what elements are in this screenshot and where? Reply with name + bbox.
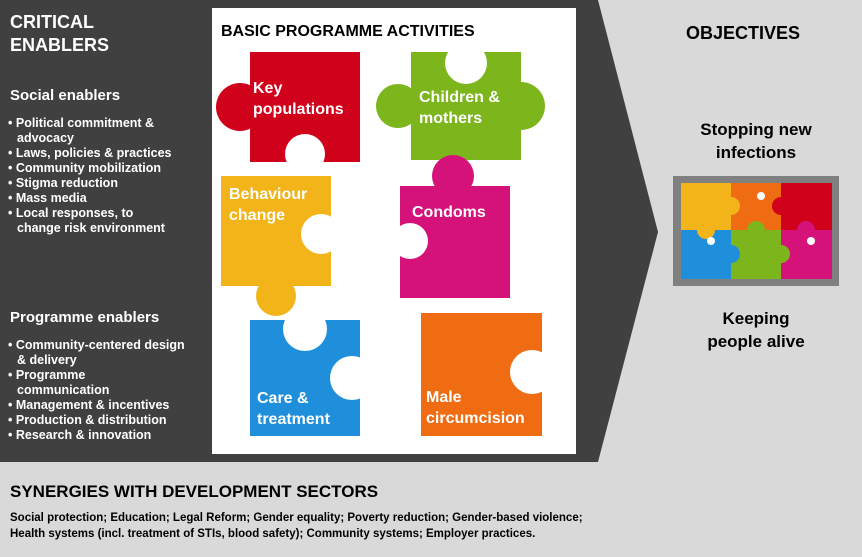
puzzle-piece-behaviour-change — [221, 176, 341, 316]
puzzle-piece-condoms — [392, 155, 510, 298]
puzzle-icon — [673, 176, 839, 286]
objective-stopping-new-infections-line1: Stopping new — [700, 120, 812, 139]
list-item: Management & incentives — [8, 398, 208, 413]
objectives-title: OBJECTIVES — [686, 23, 801, 43]
piece-label-key-populations-line2: populations — [253, 101, 344, 118]
list-item: Stigma reduction — [8, 176, 204, 191]
social-enablers-list: Political commitment & advocacy Laws, po… — [8, 116, 204, 236]
objective-stopping-new-infections-line2: infections — [715, 143, 797, 162]
list-item: Programme communication — [8, 368, 137, 398]
social-enablers-heading: Social enablers — [10, 87, 121, 104]
piece-label-care-treatment-line1: Care & — [257, 390, 309, 407]
list-item: Political commitment & advocacy — [8, 116, 204, 146]
list-item: Local responses, to change risk environm… — [8, 206, 177, 236]
synergies-line2: Health systems (incl. treatment of STIs,… — [10, 528, 536, 540]
list-item: Community-centered design & delivery — [8, 338, 192, 368]
list-item: Laws, policies & practices — [8, 146, 204, 161]
basic-activities-title: BASIC PROGRAMME ACTIVITIES — [221, 23, 475, 40]
puzzle-piece-key-populations — [216, 52, 360, 174]
puzzle-piece-care-treatment — [250, 307, 374, 436]
piece-label-male-circumcision-line2: circumcision — [426, 410, 525, 427]
piece-label-care-treatment-line2: treatment — [257, 411, 330, 428]
list-item: Mass media — [8, 191, 204, 206]
programme-enablers-list: Community-centered design & delivery Pro… — [8, 338, 208, 443]
synergies-line1: Social protection; Education; Legal Refo… — [10, 512, 583, 524]
piece-label-key-populations-line1: Key — [253, 80, 283, 97]
programme-enablers-heading: Programme enablers — [10, 309, 160, 326]
objective-keeping-people-alive-line2: people alive — [707, 332, 805, 351]
list-item: Research & innovation — [8, 428, 208, 443]
piece-label-children-mothers-line1: Children & — [419, 89, 500, 106]
puzzle-piece-male-circumcision — [421, 313, 554, 436]
piece-label-male-circumcision-line1: Male — [426, 389, 462, 406]
critical-enablers-title-line1: CRITICAL — [10, 12, 94, 32]
piece-label-condoms: Condoms — [412, 204, 486, 221]
list-item: Production & distribution — [8, 413, 208, 428]
list-item: Community mobilization — [8, 161, 204, 176]
piece-label-behaviour-change-line2: change — [229, 207, 286, 224]
synergies-title: SYNERGIES WITH DEVELOPMENT SECTORS — [10, 482, 379, 501]
piece-label-behaviour-change-line1: Behaviour — [229, 186, 308, 203]
critical-enablers-title-line2: ENABLERS — [10, 35, 110, 55]
piece-label-children-mothers-line2: mothers — [419, 110, 483, 127]
puzzle-piece-children-mothers — [376, 42, 545, 160]
objective-keeping-people-alive-line1: Keeping — [722, 309, 790, 328]
